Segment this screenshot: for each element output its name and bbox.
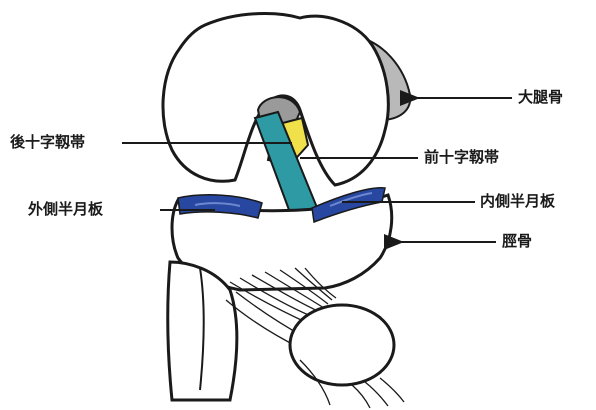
label-medial-meniscus: 内側半月板 (480, 194, 555, 209)
label-tibia: 脛骨 (502, 234, 532, 249)
label-acl: 前十字靱帯 (424, 150, 499, 165)
label-femur: 大腿骨 (518, 90, 563, 105)
label-pcl: 後十字靱帯 (10, 135, 85, 150)
patella (290, 305, 394, 385)
label-lateral-meniscus: 外側半月板 (28, 202, 103, 217)
